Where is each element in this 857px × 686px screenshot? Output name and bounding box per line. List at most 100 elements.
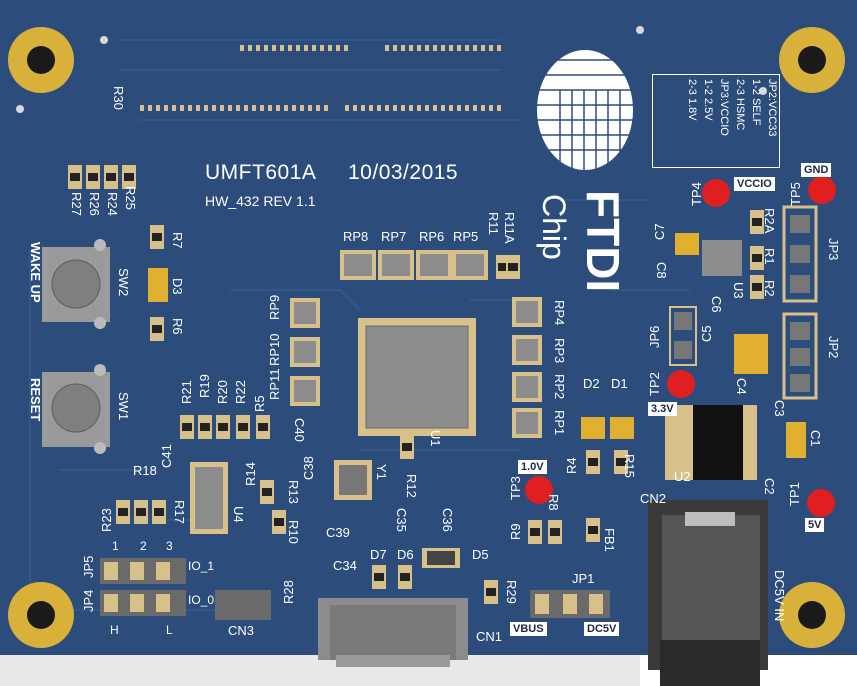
ref-rp11: RP11 <box>267 368 282 400</box>
ref-dc5v-in: DC5V IN <box>772 570 787 622</box>
connector-pad <box>401 105 405 111</box>
connector-pad <box>324 105 328 111</box>
ref-jp4: JP4 <box>81 589 96 612</box>
connector-pad <box>244 105 248 111</box>
label-l: L <box>166 623 173 637</box>
ref-c5: C5 <box>699 325 714 342</box>
connector-pad <box>188 105 192 111</box>
ref-jp2: JP2 <box>826 336 841 359</box>
connector-pad <box>465 105 469 111</box>
ref-cn2: CN2 <box>640 491 667 506</box>
connector-pad <box>304 45 308 51</box>
ref-r5: R5 <box>252 395 267 412</box>
power-jack-cn2 <box>648 500 768 686</box>
connector-pad <box>220 105 224 111</box>
connector-pad <box>433 45 437 51</box>
pin-3: 3 <box>166 539 173 553</box>
ref-rp9: RP9 <box>267 294 282 320</box>
ref-d1: D1 <box>611 376 628 391</box>
board-revision: HW_432 REV 1.1 <box>205 193 316 209</box>
ref-r15: R15 <box>622 454 637 478</box>
label-dc5v: DC5V <box>584 622 620 637</box>
ref-r1: R1 <box>762 248 777 265</box>
connector-pad <box>473 105 477 111</box>
ref-c35: C35 <box>394 508 409 532</box>
connector-pad <box>148 105 152 111</box>
ref-c8: C8 <box>654 262 669 279</box>
ref-r6: R6 <box>170 318 185 335</box>
connector-pad <box>417 45 421 51</box>
ref-u2: U2 <box>674 469 691 484</box>
chip-u1 <box>358 318 476 436</box>
connector-pad <box>441 45 445 51</box>
ref-r14: R14 <box>243 462 258 486</box>
connector-pad <box>345 105 349 111</box>
connector-pad <box>164 105 168 111</box>
label-io0: IO_0 <box>188 593 215 607</box>
connector-pad <box>272 45 276 51</box>
ref-u4: U4 <box>231 506 246 523</box>
ref-r20: R20 <box>215 380 230 404</box>
mounting-hole-bl <box>8 582 74 648</box>
ftdi-brand-sub: Chip <box>536 194 572 260</box>
ref-jp1: JP1 <box>572 571 595 586</box>
ref-rp5: RP5 <box>453 229 479 244</box>
connector-pad <box>236 105 240 111</box>
regulator-u2 <box>693 405 743 480</box>
ref-jp3: JP3 <box>826 238 841 261</box>
connector-pad <box>401 45 405 51</box>
label-h: H <box>110 623 119 637</box>
testpoint-tp2 <box>667 370 695 398</box>
connector-pad <box>409 105 413 111</box>
connector-pad <box>457 45 461 51</box>
led-d3 <box>148 268 168 302</box>
connector-pad <box>316 105 320 111</box>
ref-r24: R24 <box>105 192 120 216</box>
connector-pad <box>369 105 373 111</box>
connector-pad <box>172 105 176 111</box>
jp3-header: JP3:VCCIO <box>718 79 730 136</box>
ref-fb1: FB1 <box>602 528 617 552</box>
usb-connector-cn1 <box>318 598 468 667</box>
jp3-row2: 2-3 1.8V <box>686 79 698 121</box>
ref-jp6: JP6 <box>647 325 662 348</box>
ref-tp1: TP1 <box>787 482 802 506</box>
ref-d6: D6 <box>397 547 414 562</box>
ref-rp7: RP7 <box>381 229 407 244</box>
connector-pad <box>441 105 445 111</box>
ftdi-logo-graphic <box>537 50 633 170</box>
ref-u1: U1 <box>428 430 443 447</box>
jp2-row1: 1-2 SELF <box>750 79 762 126</box>
tag-5v: 5V <box>805 518 825 533</box>
ref-c36: C36 <box>440 508 455 532</box>
connector-pad <box>489 105 493 111</box>
ref-c7: C7 <box>652 223 667 240</box>
connector-pad <box>284 105 288 111</box>
label-reset: RESET <box>28 378 43 422</box>
ref-r27: R27 <box>69 192 84 216</box>
ref-cn3: CN3 <box>228 623 255 638</box>
connector-pad <box>377 105 381 111</box>
ref-d7: D7 <box>370 547 387 562</box>
connector-pad <box>385 105 389 111</box>
ref-r26: R26 <box>87 192 102 216</box>
ref-r4: R4 <box>564 457 579 474</box>
connector-pad <box>212 105 216 111</box>
ref-rp2: RP2 <box>552 374 567 400</box>
ref-rp3: RP3 <box>552 338 567 364</box>
ref-rp8: RP8 <box>343 229 369 244</box>
ref-r11: R11 <box>486 212 501 235</box>
ref-tp4: TP4 <box>689 182 704 206</box>
ref-r29: R29 <box>504 580 519 604</box>
tag-gnd: GND <box>801 163 832 178</box>
connector-pad <box>292 105 296 111</box>
tag-3v3: 3.3V <box>648 402 677 417</box>
ref-r2a: R2A <box>762 208 777 234</box>
board-date: 10/03/2015 <box>348 161 459 184</box>
ref-r7: R7 <box>170 232 185 249</box>
connector-pad <box>300 105 304 111</box>
ref-c41: C41 <box>159 444 174 468</box>
testpoint-tp5 <box>808 176 836 204</box>
